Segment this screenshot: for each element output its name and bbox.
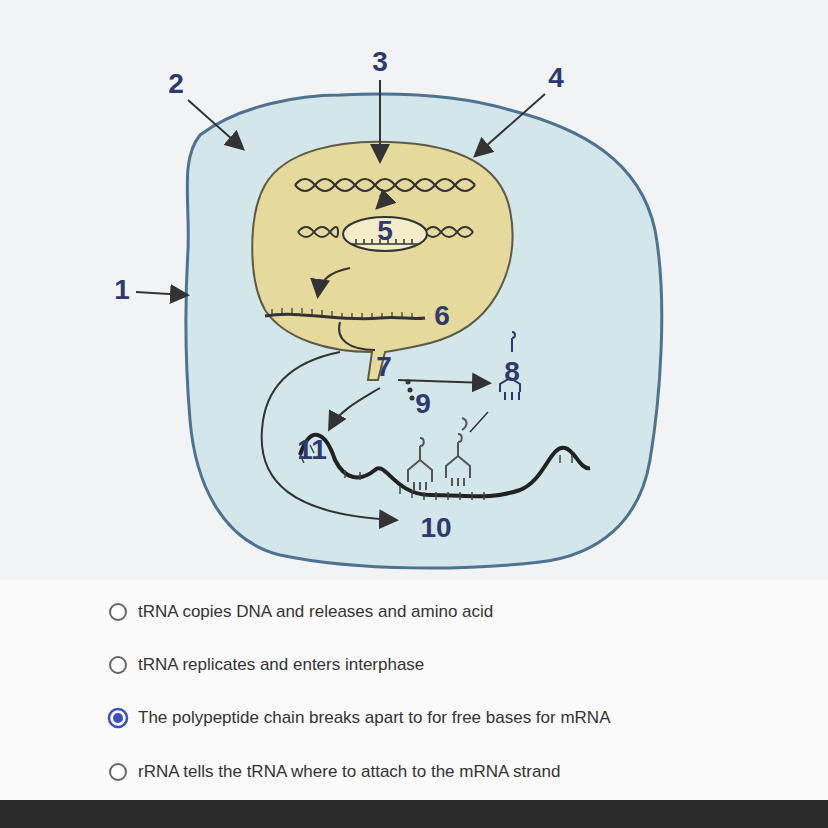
answer-option: tRNA replicates and enters interphase <box>138 655 424 675</box>
callout-number: 9 <box>415 390 431 418</box>
callout-number: 11 <box>297 436 327 464</box>
callout-number: 7 <box>376 353 392 381</box>
callout-number: 3 <box>372 48 388 76</box>
callout-number: 2 <box>168 70 184 98</box>
callout-number: 4 <box>548 64 564 92</box>
callout-number: 10 <box>420 514 451 542</box>
callout-number: 1 <box>114 276 130 304</box>
callout-number: 8 <box>504 358 520 386</box>
callout-number: 6 <box>434 302 450 330</box>
answer-option: rRNA tells the tRNA where to attach to t… <box>138 762 560 782</box>
answer-option: The polypeptide chain breaks apart to fo… <box>138 708 610 728</box>
callout-number: 5 <box>377 217 393 245</box>
answer-option: tRNA copies DNA and releases and amino a… <box>138 602 493 622</box>
